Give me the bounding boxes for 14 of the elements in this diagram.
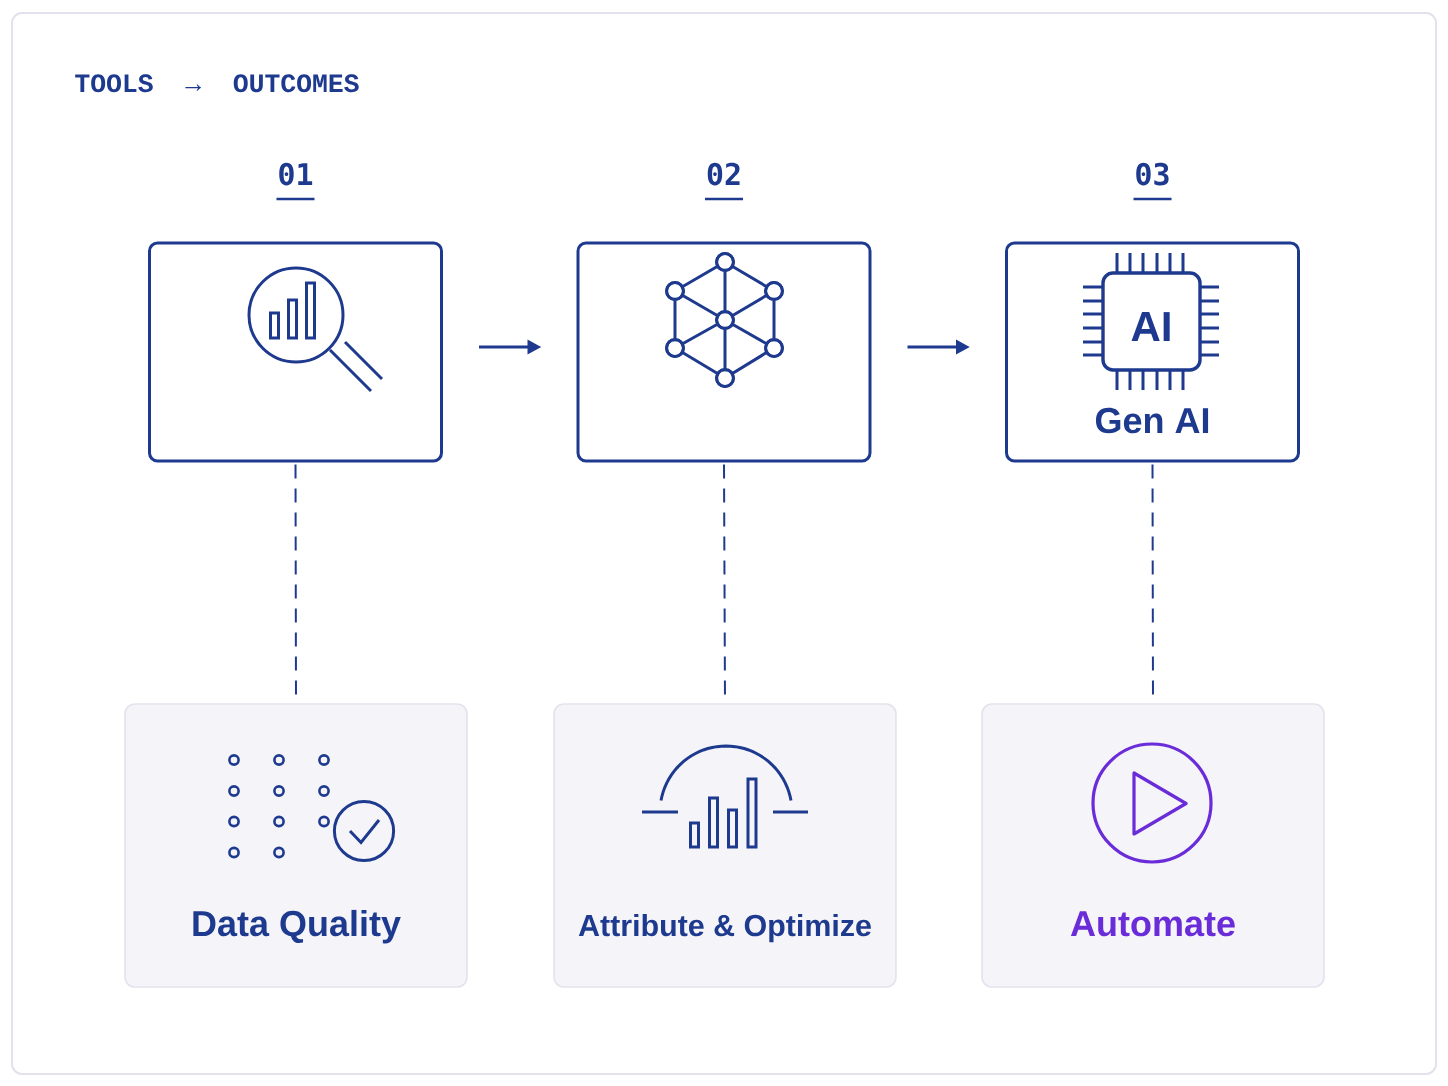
heading: TOOLS → OUTCOMES [75, 74, 359, 93]
chip-label: AI [1131, 312, 1170, 341]
step-number: 01 [279, 162, 313, 186]
outcome-card [553, 703, 897, 988]
card-title: Automate [1070, 911, 1235, 937]
outcome-card [981, 703, 1325, 988]
tool-box [576, 241, 872, 463]
step-number: 03 [1136, 162, 1169, 186]
step-number: 02 [707, 162, 740, 186]
card-title: Attribute & Optimize [578, 914, 871, 943]
card-title: Data Quality [193, 909, 401, 944]
tool-box [148, 241, 443, 463]
outcome-card [124, 703, 468, 988]
box-title: Gen AI [1095, 407, 1209, 434]
